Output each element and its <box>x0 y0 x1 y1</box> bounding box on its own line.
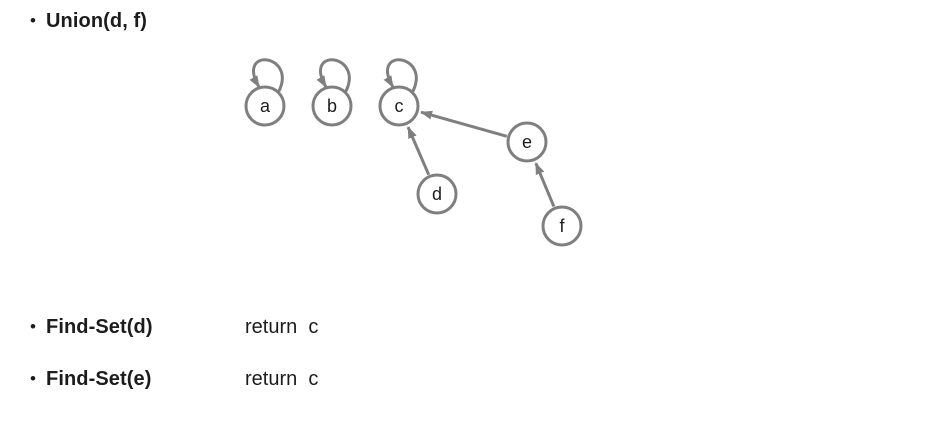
bullet-line-find-set-e: • Find-Set(e) return c <box>30 365 590 393</box>
node-f: f <box>541 205 583 247</box>
union-call-label: Union(d, f) <box>46 10 148 32</box>
node-d: d <box>416 173 458 215</box>
find-set-e-result: return c <box>245 368 319 390</box>
node-label-a: a <box>260 96 271 116</box>
bullet-line-union: • Union(d, f) <box>30 7 590 35</box>
node-label-e: e <box>522 132 532 152</box>
bullet-glyph: • <box>30 369 36 388</box>
node-circle-c <box>378 85 420 127</box>
self-loop-b <box>316 58 351 94</box>
edge-e-to-c <box>420 110 508 138</box>
find-set-d-call-label: Find-Set(d) <box>46 316 153 338</box>
node-circle-b <box>311 85 353 127</box>
self-loop-c <box>383 58 418 94</box>
self-loop-a <box>249 58 284 94</box>
node-b: b <box>311 58 353 127</box>
edge-d-to-c <box>406 126 431 176</box>
node-c: c <box>378 58 420 127</box>
node-circle-d <box>416 173 458 215</box>
bullet-line-find-set-d: • Find-Set(d) return c <box>30 313 590 341</box>
node-circle-f <box>541 205 583 247</box>
node-label-d: d <box>432 184 442 204</box>
node-e: e <box>506 121 548 163</box>
diagram-nodes: a b c d e f <box>244 58 583 247</box>
edge-f-to-e <box>534 162 556 208</box>
node-circle-e <box>506 121 548 163</box>
node-label-c: c <box>395 96 404 116</box>
find-set-d-result: return c <box>245 316 319 338</box>
node-label-f: f <box>559 216 565 236</box>
node-a: a <box>244 58 286 127</box>
find-set-e-call-label: Find-Set(e) <box>46 368 152 390</box>
node-label-b: b <box>327 96 337 116</box>
node-circle-a <box>244 85 286 127</box>
bullet-glyph: • <box>30 317 36 336</box>
bullet-glyph: • <box>30 11 36 30</box>
diagram-edges <box>406 110 556 208</box>
